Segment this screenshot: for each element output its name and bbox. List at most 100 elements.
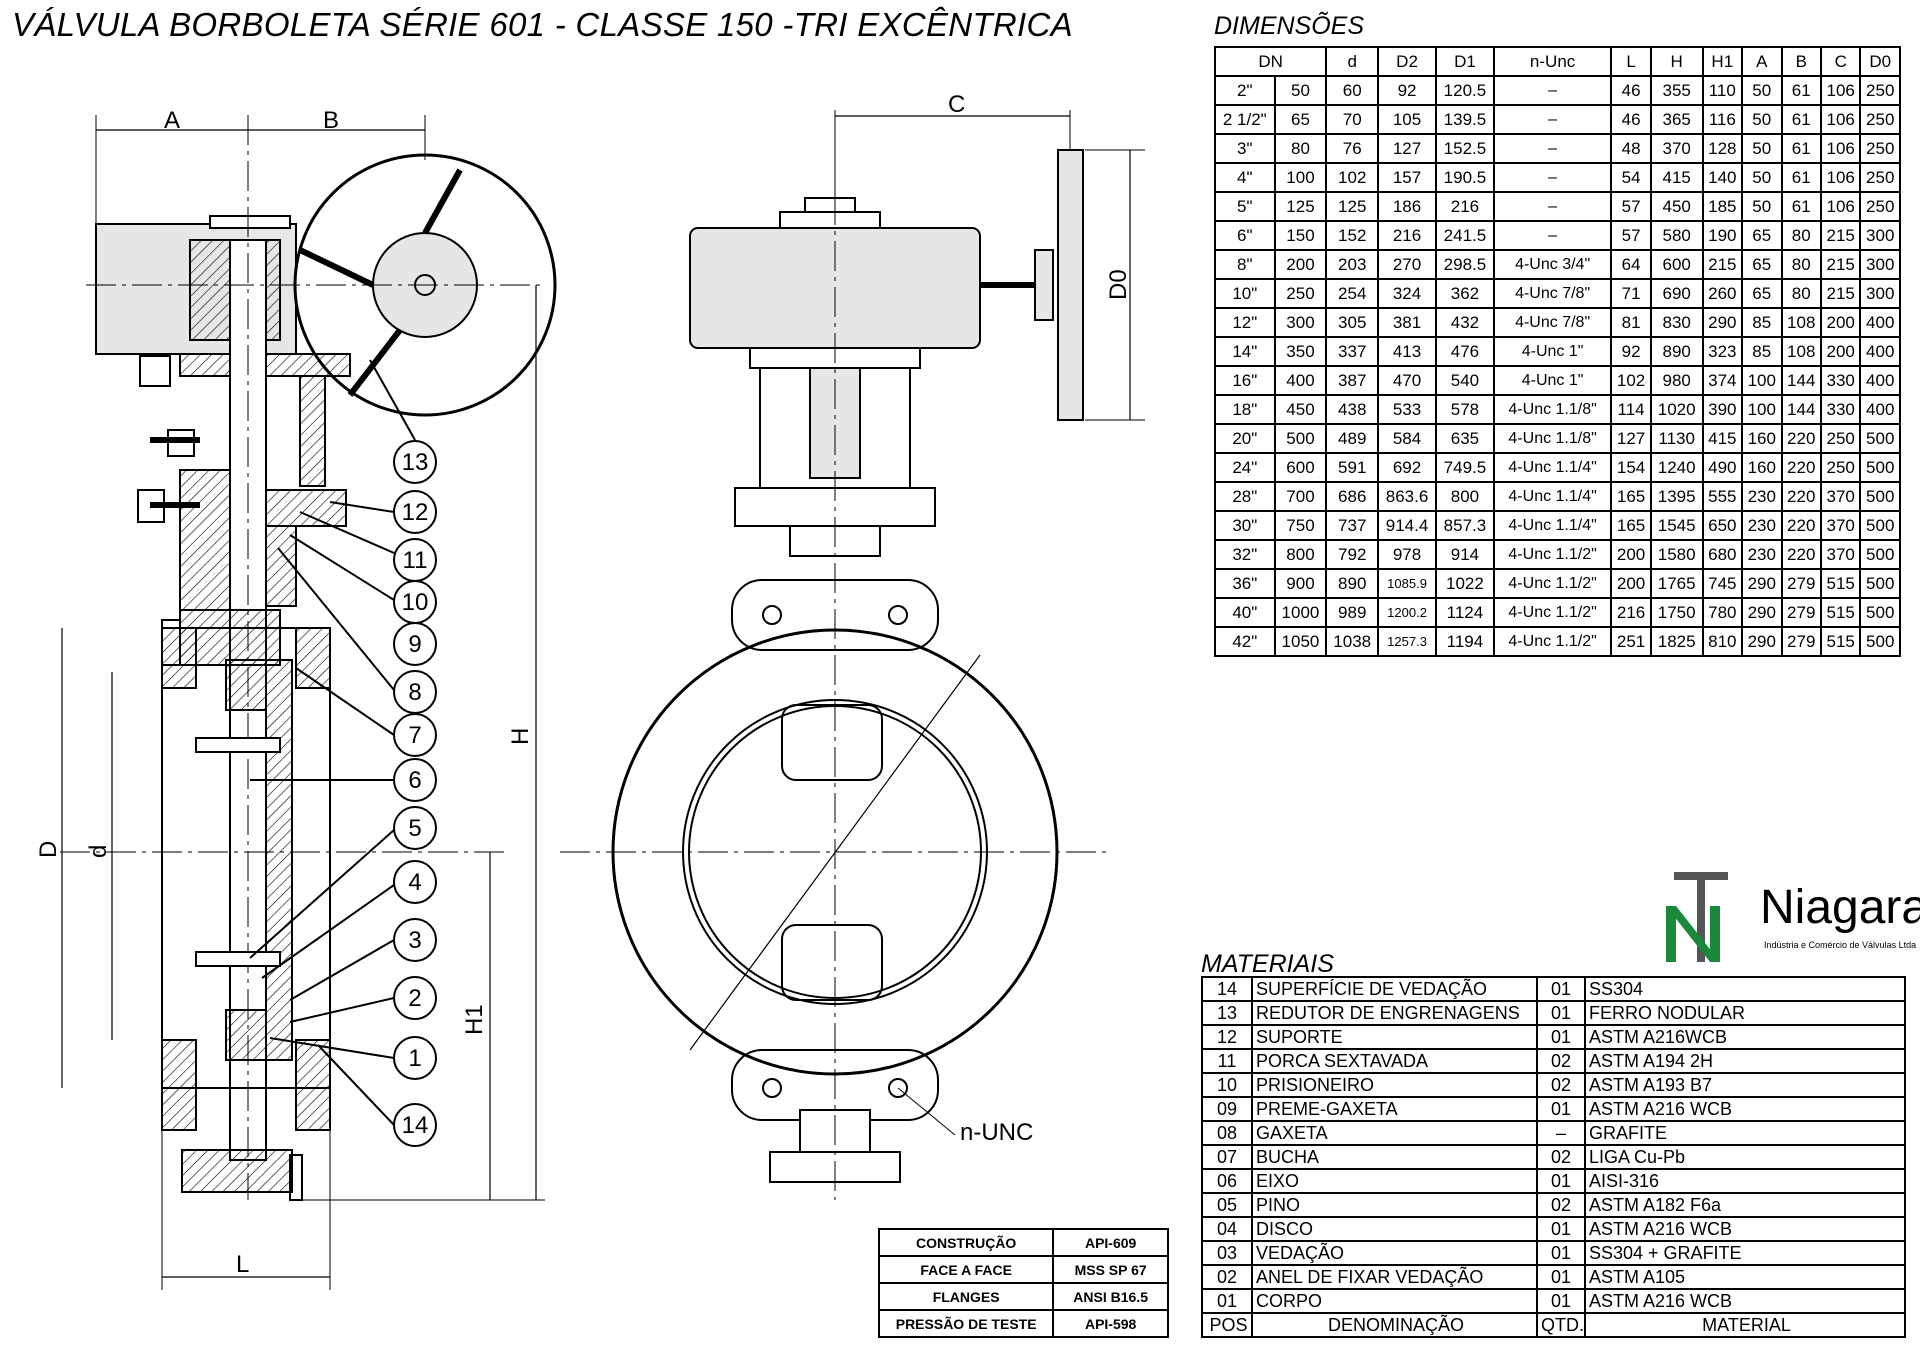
table-cell: 1085.9: [1377, 568, 1437, 599]
dim-header-cell: D2: [1377, 46, 1437, 77]
table-cell: 216: [1610, 597, 1652, 628]
table-cell: 11: [1201, 1048, 1253, 1074]
table-cell: PREME-GAXETA: [1251, 1096, 1538, 1122]
table-cell: 438: [1325, 394, 1380, 425]
table-cell: 125: [1325, 191, 1380, 222]
table-cell: 415: [1701, 423, 1744, 454]
table-cell: 04: [1201, 1216, 1253, 1242]
table-cell: 290: [1741, 568, 1783, 599]
table-cell: 200: [1819, 336, 1862, 367]
table-cell: 250: [1859, 133, 1901, 164]
table-cell: 61: [1780, 75, 1822, 106]
table-cell: 81: [1610, 307, 1652, 338]
svg-text:6: 6: [408, 767, 421, 794]
table-cell: 500: [1859, 626, 1901, 657]
table-cell: 105: [1377, 104, 1437, 135]
dim-label-h1: H1: [461, 1004, 488, 1035]
table-cell: 220: [1780, 539, 1822, 570]
table-cell: 1765: [1649, 568, 1704, 599]
table-cell: 65: [1273, 104, 1328, 135]
table-cell: –: [1492, 162, 1613, 193]
table-cell: 290: [1741, 626, 1783, 657]
svg-text:8: 8: [408, 679, 421, 706]
materials-header-cell: QTD.: [1536, 1312, 1586, 1338]
table-cell: 490: [1701, 452, 1744, 483]
table-cell: 250: [1859, 162, 1901, 193]
materials-header-cell: MATERIAL: [1584, 1312, 1906, 1338]
dim-header-cell: B: [1780, 46, 1822, 77]
table-cell: 533: [1377, 394, 1437, 425]
table-cell: ASTM A105: [1584, 1264, 1906, 1290]
table-cell: 60: [1325, 75, 1380, 106]
table-cell: 300: [1859, 249, 1901, 280]
table-cell: 46: [1610, 104, 1652, 135]
table-cell: 05: [1201, 1192, 1253, 1218]
table-cell: 413: [1377, 336, 1437, 367]
table-cell: 02: [1201, 1264, 1253, 1290]
table-cell: 230: [1741, 481, 1783, 512]
table-cell: 154: [1610, 452, 1652, 483]
table-cell: 50: [1741, 75, 1783, 106]
table-cell: 365: [1649, 104, 1704, 135]
table-cell: 06: [1201, 1168, 1253, 1194]
table-cell: API-609: [1052, 1228, 1169, 1257]
dimensions-title: DIMENSÕES: [1214, 12, 1365, 40]
table-cell: 106: [1819, 133, 1862, 164]
table-cell: 500: [1859, 510, 1901, 541]
table-cell: 13: [1201, 1000, 1253, 1026]
table-cell: 390: [1701, 394, 1744, 425]
table-cell: 432: [1434, 307, 1495, 338]
dim-label-nunc: n-UNC: [960, 1119, 1033, 1146]
table-cell: –: [1492, 220, 1613, 251]
table-cell: 116: [1701, 104, 1744, 135]
table-cell: 160: [1741, 452, 1783, 483]
table-cell: 65: [1741, 278, 1783, 309]
table-cell: 1395: [1649, 481, 1704, 512]
table-cell: 250: [1859, 191, 1901, 222]
table-cell: –: [1492, 133, 1613, 164]
table-cell: 250: [1819, 452, 1862, 483]
table-cell: 102: [1610, 365, 1652, 396]
table-cell: 102: [1325, 162, 1380, 193]
table-cell: 203: [1325, 249, 1380, 280]
niagara-logo-icon: [1666, 872, 1728, 962]
side-section-view: [60, 115, 557, 1290]
table-cell: SS304: [1584, 976, 1906, 1002]
table-cell: 500: [1859, 597, 1901, 628]
table-cell: 1038: [1325, 626, 1380, 657]
table-cell: 400: [1859, 365, 1901, 396]
balloon-callouts: 13 12 11 10 9 8 7 6 5 4 3 2 1 14: [249, 359, 437, 1147]
table-cell: 4-Unc 1": [1492, 336, 1613, 367]
table-cell: 114: [1610, 394, 1652, 425]
table-cell: 230: [1741, 539, 1783, 570]
table-cell: 1257.3: [1377, 626, 1437, 657]
table-cell: 76: [1325, 133, 1380, 164]
table-cell: PINO: [1251, 1192, 1538, 1218]
table-cell: 400: [1859, 336, 1901, 367]
table-cell: 120.5: [1434, 75, 1495, 106]
dim-header-cell: H: [1649, 46, 1704, 77]
table-cell: 18": [1214, 394, 1276, 425]
balloon-4: 4: [261, 860, 437, 979]
table-cell: 40": [1214, 597, 1276, 628]
table-cell: 139.5: [1434, 104, 1495, 135]
table-cell: 450: [1649, 191, 1704, 222]
table-cell: 01: [1536, 1024, 1586, 1050]
table-cell: ASTM A216 WCB: [1584, 1288, 1906, 1314]
table-cell: 362: [1434, 278, 1495, 309]
dim-header-cell: n-Unc: [1492, 46, 1613, 77]
table-cell: 890: [1325, 568, 1380, 599]
table-cell: 08: [1201, 1120, 1253, 1146]
table-cell: 324: [1377, 278, 1437, 309]
table-cell: 591: [1325, 452, 1380, 483]
table-cell: PRISIONEIRO: [1251, 1072, 1538, 1098]
table-cell: 4-Unc 1.1/4": [1492, 481, 1613, 512]
table-cell: 578: [1434, 394, 1495, 425]
